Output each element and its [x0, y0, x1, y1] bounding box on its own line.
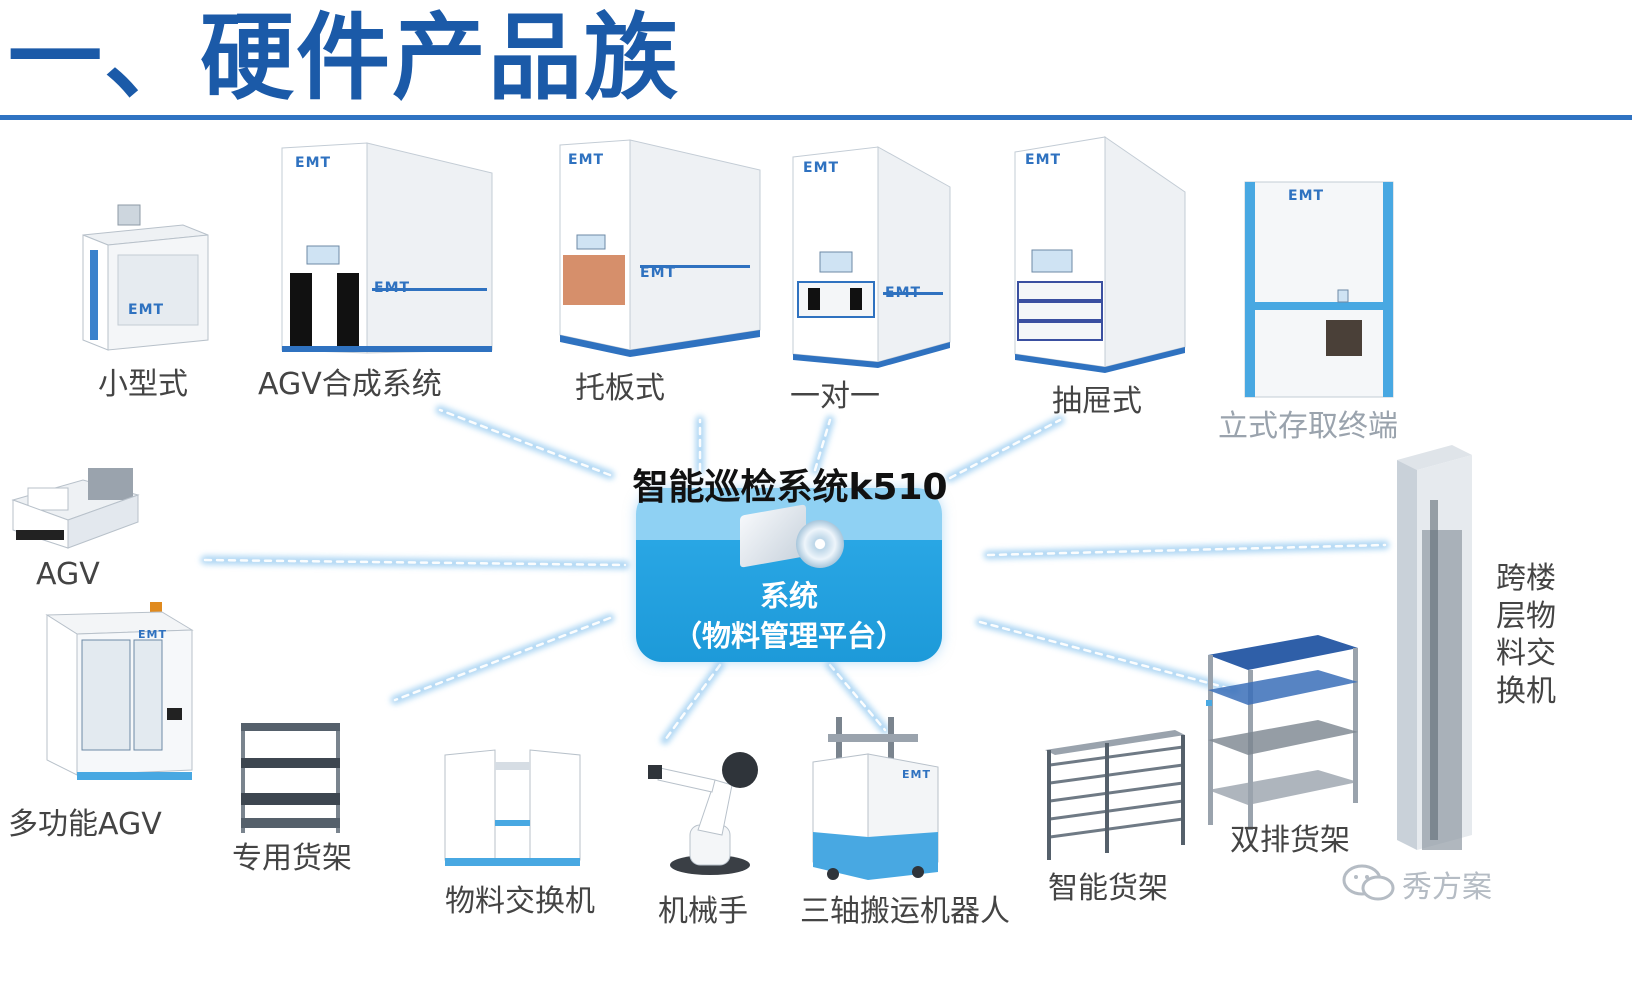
label-multi-agv: 多功能AGV: [8, 807, 162, 842]
double-rack-image: [1206, 635, 1358, 830]
drawer-cabinet-image: [1014, 136, 1186, 373]
special-rack-image: [241, 723, 340, 833]
material-exchanger-image: [444, 749, 581, 866]
brand-logo: EMT: [568, 152, 605, 168]
brand-logo: EMT: [138, 628, 167, 641]
pallet-cabinet-image: [559, 139, 761, 357]
label-one-to-one: 一对一: [790, 379, 880, 414]
label-agv-synth: AGV合成系统: [258, 367, 442, 402]
hub-line1: 系统: [759, 579, 818, 613]
agv-robot-image: [11, 468, 140, 549]
hub-heading: 智能巡检系统k510: [632, 467, 948, 508]
multi-agv-image: [45, 602, 194, 780]
agv-synth-cabinet-image: [281, 142, 493, 354]
label-drawer: 抽屉式: [1052, 384, 1142, 419]
brand-logo: EMT: [1288, 188, 1325, 204]
hub-line2: （物料管理平台）: [672, 619, 905, 653]
brand-logo: EMT: [803, 160, 840, 176]
brand-logo: EMT: [128, 302, 165, 318]
disc-icon: [796, 520, 844, 568]
label-vertical-terminal: 立式存取终端: [1218, 409, 1398, 444]
label-cross-floor: 跨楼层物料交换机: [1496, 561, 1556, 709]
label-double-rack: 双排货架: [1230, 823, 1350, 858]
smart-rack-image: [1045, 730, 1185, 860]
cross-floor-exchanger-image: [1397, 445, 1472, 850]
brand-logo: EMT: [374, 280, 411, 296]
brand-logo: EMT: [902, 768, 931, 781]
label-pallet: 托板式: [575, 371, 665, 406]
label-agv: AGV: [36, 557, 100, 592]
label-three-axis: 三轴搬运机器人: [800, 894, 1010, 929]
title-underline: [0, 115, 1632, 120]
vertical-terminal-image: [1244, 181, 1394, 398]
brand-logo: EMT: [1025, 152, 1062, 168]
robot-arm-image: [648, 752, 758, 875]
brand-logo: EMT: [885, 285, 922, 301]
page-title: 一、硬件产品族: [8, 4, 681, 113]
label-robot-arm: 机械手: [658, 894, 748, 929]
brand-logo: EMT: [295, 155, 332, 171]
watermark: 秀方案: [1402, 870, 1492, 905]
brand-logo: EMT: [640, 265, 677, 281]
small-cabinet-image: [82, 204, 209, 351]
label-material-exchanger: 物料交换机: [445, 884, 595, 919]
label-smart-rack: 智能货架: [1048, 871, 1168, 906]
one-to-one-cabinet-image: [792, 146, 951, 368]
three-axis-robot-image: [812, 717, 939, 880]
wechat-icon: [1342, 864, 1395, 901]
label-small: 小型式: [98, 367, 188, 402]
label-special-rack: 专用货架: [232, 841, 352, 876]
